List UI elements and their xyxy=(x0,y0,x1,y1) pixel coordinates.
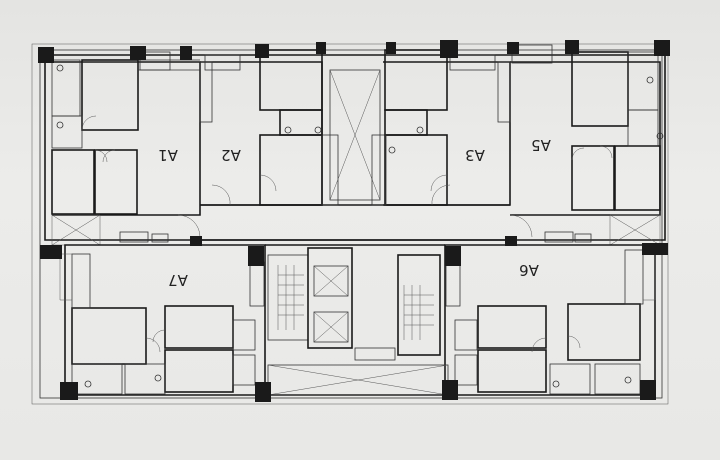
unit-label-a6: A6 xyxy=(519,261,539,279)
south-core xyxy=(267,247,449,396)
structural-columns xyxy=(38,40,670,402)
unit-a1-rooms xyxy=(51,51,201,246)
outer-frame-line xyxy=(31,43,669,405)
unit-label-a2: A2 xyxy=(221,146,241,164)
south-block-walls xyxy=(64,244,656,396)
building-outline xyxy=(39,49,663,399)
fixtures xyxy=(56,64,664,388)
unit-a6-rooms xyxy=(445,249,656,395)
unit-label-a7: A7 xyxy=(168,271,188,289)
unit-a3-rooms xyxy=(371,49,511,206)
unit-label-a3: A3 xyxy=(465,146,485,164)
unit-label-a5: A5 xyxy=(531,136,551,154)
unit-a2-rooms xyxy=(199,49,339,206)
unit-label-a1: A1 xyxy=(158,146,178,164)
unit-a7-rooms xyxy=(59,253,265,395)
